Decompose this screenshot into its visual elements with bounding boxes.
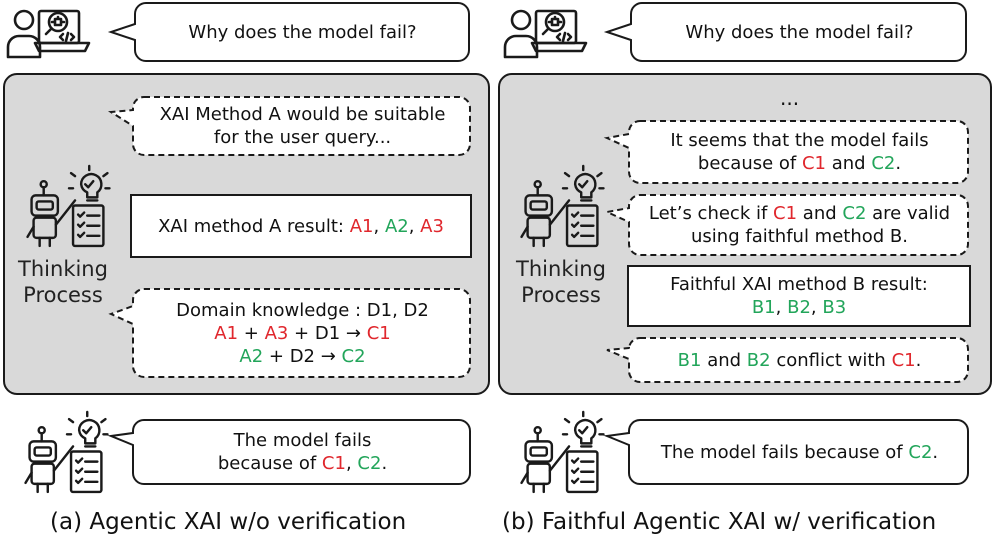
answer-bubble-left: The model fails because of C1, C2. [107,419,472,485]
t2-prefix: Let’s check if [648,203,774,224]
t3-b2: B2 [746,349,771,371]
sep: , [408,215,421,237]
t3-line: B1 and B2 conflict with C1. [678,349,922,372]
result-box-method-b: Faithful XAI method B result: B1, B2, B3 [627,265,971,327]
k2-a1: A1 [214,322,239,344]
answer-c2: C2 [357,453,382,474]
sep: , [373,215,385,237]
answer-sep: , [345,453,358,474]
result-b-items: B1, B2, B3 [752,296,846,319]
sep: , [775,297,788,318]
question-text-left: Why does the model fail? [188,21,417,43]
k2-a3: A3 [264,322,289,344]
k2-c1: C1 [366,322,391,344]
result-b1: B1 [751,297,776,318]
question-text-right: Why does the model fail? [685,21,914,43]
t3-end: . [915,349,922,371]
k3-c2: C2 [341,345,366,367]
sep: , [810,297,823,318]
thought-bubble-method-a: XAI Method A would be suitable for the u… [107,96,472,156]
t1-end: . [895,153,902,174]
answer-left-line1: The model fails [233,430,372,451]
thinking-word: Thinking [18,257,108,281]
process-word: Process [521,283,601,307]
answer-c2: C2 [908,441,933,463]
agent-robot-icon-answer-right [518,410,608,495]
result-box-method-a: XAI method A result: A1, A2, A3 [130,194,472,258]
t1-line2: because of C1 and C2. [698,152,901,175]
caption-left: (a) Agentic XAI w/o verification [50,509,407,535]
process-word: Process [23,283,103,307]
answer-prefix: because of [217,453,322,474]
question-bubble-left: Why does the model fail? [107,1,470,62]
k3-a2: A2 [239,345,264,367]
result-a2: A2 [384,215,409,237]
t1-c2: C2 [871,153,896,174]
question-bubble-right: Why does the model fail? [603,1,968,62]
thought1-line2: for the user query... [213,127,392,148]
thought-bubble-domain-knowledge: Domain knowledge : D1, D2 A1 + A3 + D1 →… [108,288,472,378]
result-a3: A3 [420,215,444,237]
answer-c1: C1 [321,453,346,474]
answer-left-line2: because of C1, C2. [218,452,387,475]
t2-line1: Let’s check if C1 and C2 are valid [649,202,950,225]
thought1-line1: XAI Method A would be suitable [159,104,446,125]
t1-line1: It seems that the model fails [670,130,929,151]
t2-line2: using faithful method B. [691,226,908,247]
thinking-process-label-left: Thinking Process [8,256,118,308]
t3-b1: B1 [677,349,702,371]
answer-end: . [932,441,939,463]
ellipsis: ... [780,86,800,110]
agent-robot-icon-right [518,164,608,249]
result-b2: B2 [787,297,811,318]
t1-and: and [826,153,872,174]
t2-suffix: are valid [866,203,951,224]
k2-plus: + [238,322,265,344]
knowledge-line1: Domain knowledge : D1, D2 [176,299,429,321]
result-a1: A1 [349,215,374,237]
thinking-word: Thinking [516,257,606,281]
t3-and: and [701,349,747,371]
result-b3: B3 [822,297,847,318]
t2-and: and [797,203,843,224]
result-b-title: Faithful XAI method B result: [670,274,928,295]
thinking-process-label-right: Thinking Process [506,256,616,308]
t1-prefix: because of [697,153,802,174]
thought-bubble-c1-c2: It seems that the model fails because of… [603,120,970,184]
t2-c1: C1 [773,203,798,224]
t3-c1: C1 [891,349,916,371]
knowledge-line2: A1 + A3 + D1 → C1 [214,322,390,345]
knowledge-line3: A2 + D2 → C2 [239,345,365,368]
agent-robot-icon-left [24,164,114,249]
answer-bubble-right: The model fails because of C2. [603,419,970,485]
user-laptop-icon-right [502,7,594,63]
result-a-prefix: XAI method A result: [158,215,350,237]
user-laptop-icon [5,7,97,63]
t1-c1: C1 [801,153,827,174]
k2-rest: + D1 → [288,322,367,344]
answer-right-line: The model fails because of C2. [661,441,938,464]
t3-mid: conflict with [770,349,892,371]
caption-right: (b) Faithful Agentic XAI w/ verification [502,509,937,535]
t2-c2: C2 [842,203,867,224]
answer-prefix: The model fails because of [660,441,909,463]
agent-robot-icon-answer-left [22,410,112,495]
thought-bubble-check-validity: Let’s check if C1 and C2 are valid using… [603,194,970,256]
answer-end: . [381,453,388,474]
k3-rest: + D2 → [263,345,342,367]
thought-bubble-conflict: B1 and B2 conflict with C1. [606,337,970,383]
